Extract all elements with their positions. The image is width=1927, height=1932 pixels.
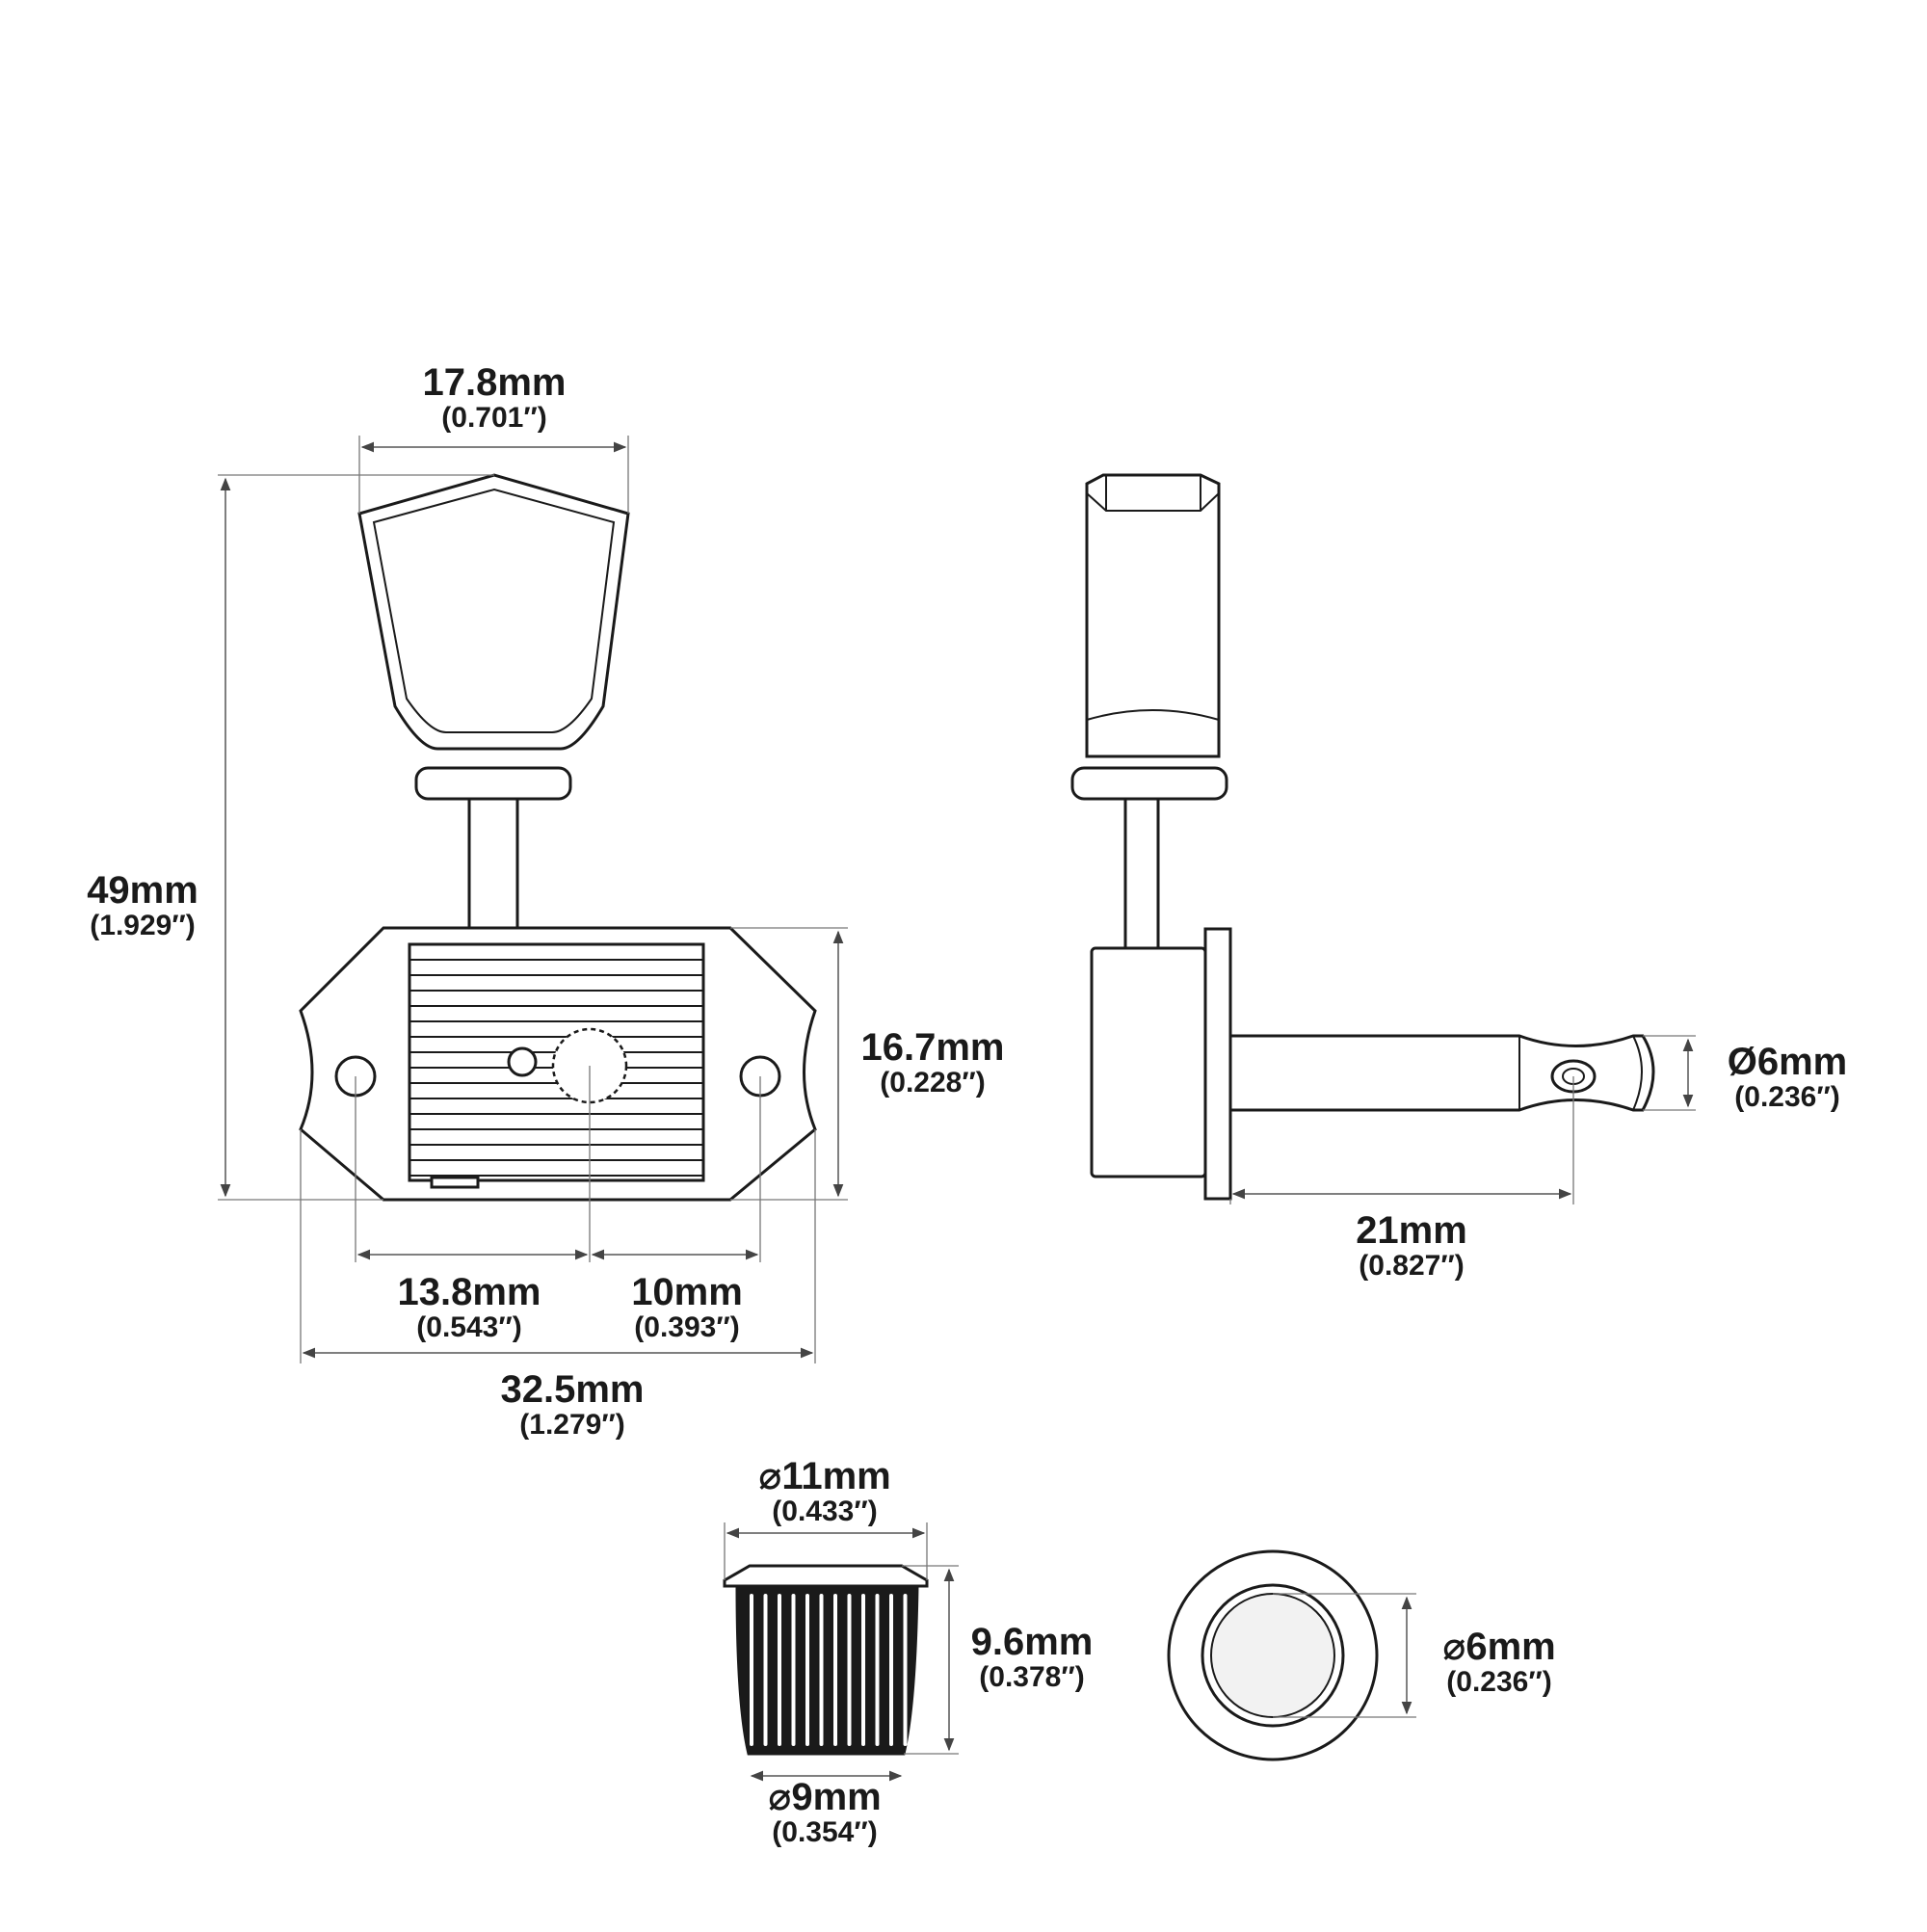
bushing-side-view <box>723 1564 929 1756</box>
bushing-hole-mm: ⌀6mm <box>1442 1626 1555 1668</box>
post-diameter-inch: (0.236″) <box>1734 1081 1839 1113</box>
bushing-hole-inch: (0.236″) <box>1446 1666 1551 1698</box>
post-to-hole-mm: 10mm <box>631 1271 743 1313</box>
side-washer <box>1070 766 1228 801</box>
plate-width-inch: (1.279″) <box>519 1409 624 1441</box>
total-height-mm: 49mm <box>87 869 198 912</box>
housing-height-mm: 16.7mm <box>861 1026 1005 1069</box>
key-button-inner <box>372 488 616 733</box>
side-key-curve <box>1086 709 1220 721</box>
gear-cover-ribs <box>409 959 703 1177</box>
post-length-mm: 21mm <box>1356 1209 1467 1252</box>
hole-to-post-mm: 13.8mm <box>398 1271 541 1313</box>
side-view <box>1070 473 1655 1201</box>
gear-screw <box>507 1046 538 1077</box>
post-length-inch: (0.827″) <box>1359 1250 1464 1282</box>
bushing-flange <box>723 1564 929 1588</box>
plate-width-mm: 32.5mm <box>501 1368 645 1411</box>
dimension-labels: 17.8mm (0.701″) 49mm (1.929″) 16.7mm (0.… <box>87 361 1847 1848</box>
housing-height-inch: (0.228″) <box>880 1067 985 1098</box>
side-plate <box>1203 927 1232 1201</box>
side-housing <box>1090 946 1207 1178</box>
string-post-tip <box>1632 1035 1643 1111</box>
front-view <box>299 473 817 1202</box>
key-shaft <box>467 797 519 941</box>
post-to-hole-inch: (0.393″) <box>634 1311 739 1343</box>
total-height-inch: (1.929″) <box>90 910 195 941</box>
bushing-height-inch: (0.378″) <box>979 1661 1084 1693</box>
side-key-facet <box>1086 492 1220 512</box>
bushing-ribs <box>750 1594 908 1746</box>
side-shaft <box>1123 797 1160 950</box>
side-key <box>1085 473 1221 758</box>
dimension-lines <box>218 436 1696 1782</box>
bushing-top-inch: (0.433″) <box>772 1495 877 1527</box>
bushing-top-view <box>1167 1549 1379 1761</box>
hole-to-post-inch: (0.543″) <box>416 1311 521 1343</box>
post-diameter-mm: Ø6mm <box>1728 1041 1848 1083</box>
bushing-top-mm: ⌀11mm <box>758 1455 891 1497</box>
button-width-inch: (0.701″) <box>441 402 546 434</box>
key-washer <box>414 766 572 801</box>
bushing-bottom-mm: ⌀9mm <box>768 1776 881 1818</box>
key-button <box>357 473 630 751</box>
string-post <box>1228 1034 1655 1112</box>
bushing-hole <box>1210 1593 1335 1718</box>
gear-cover-tab <box>430 1176 480 1189</box>
bushing-height-mm: 9.6mm <box>971 1621 1094 1663</box>
button-width-mm: 17.8mm <box>423 361 567 404</box>
bushing-bottom-inch: (0.354″) <box>772 1816 877 1848</box>
